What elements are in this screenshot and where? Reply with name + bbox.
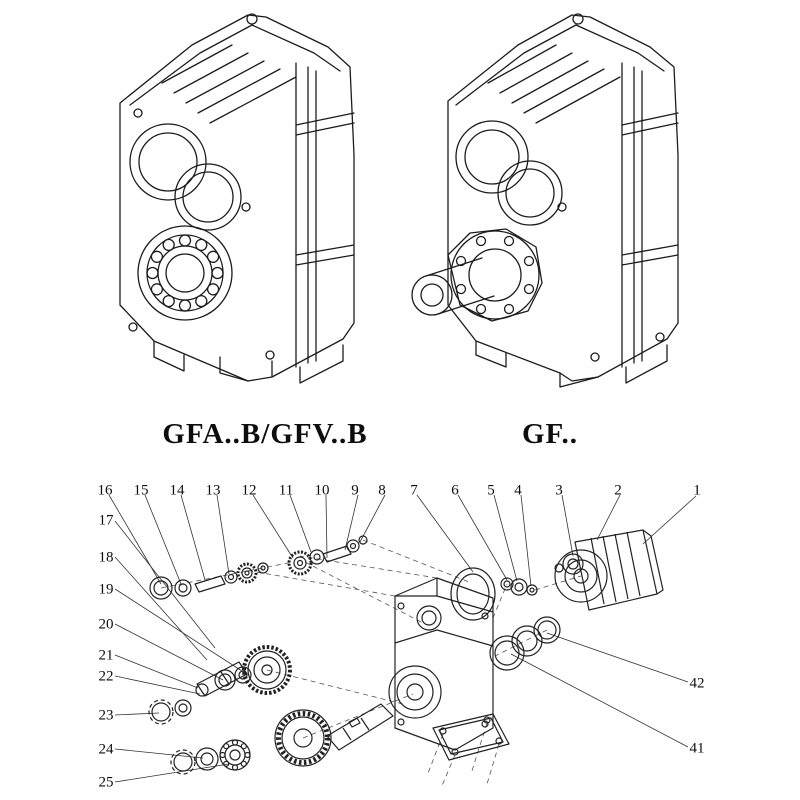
callout-3: 3 (555, 482, 563, 499)
callout-14: 14 (169, 482, 185, 499)
bearing-bores (455, 120, 563, 226)
output-gear-parts (170, 703, 394, 775)
cooling-fins (161, 44, 297, 124)
callout-23: 23 (98, 707, 114, 724)
callout-25: 25 (98, 774, 114, 791)
exploded-view (95, 478, 715, 795)
callout-9: 9 (351, 482, 359, 499)
mounting-feet (153, 340, 344, 384)
callout-10: 10 (314, 482, 330, 499)
mounting-feet (475, 340, 668, 388)
leader-lines (108, 494, 697, 783)
callout-2: 2 (614, 482, 622, 499)
retaining-rings (489, 616, 561, 671)
bolt-holes (128, 108, 275, 360)
side-ribs (295, 66, 355, 364)
gasket-and-spacers (450, 553, 584, 621)
pinion-parts (287, 535, 368, 576)
callout-19: 19 (98, 581, 114, 598)
bearing-bores (129, 123, 242, 231)
gear-housing (388, 577, 494, 751)
motor (554, 529, 664, 611)
model-label-gf: GF.. (521, 418, 579, 450)
callout-13: 13 (205, 482, 221, 499)
callout-6: 6 (451, 482, 459, 499)
callout-11: 11 (278, 482, 294, 499)
gearbox-gfab-svg (119, 13, 355, 384)
callout-22: 22 (98, 668, 114, 685)
callout-17: 17 (98, 512, 114, 529)
callout-18: 18 (98, 549, 114, 566)
callout-4: 4 (514, 482, 522, 499)
callout-42: 42 (689, 675, 705, 692)
gearbox-drawing-gfab (100, 5, 370, 397)
cooling-fins (487, 44, 621, 124)
input-shaft-parts (149, 562, 269, 600)
callout-15: 15 (133, 482, 149, 499)
callout-7: 7 (410, 482, 418, 499)
gearbox-drawing-gf (410, 5, 710, 397)
side-ribs (621, 66, 679, 364)
callout-21: 21 (98, 647, 114, 664)
exploded-view-svg (108, 494, 697, 789)
output-shaft (411, 257, 495, 316)
callout-8: 8 (378, 482, 386, 499)
model-label-gfab: GFA..B/GFV..B (162, 418, 368, 450)
bolt-holes (557, 202, 665, 362)
intermediate-gear-parts (148, 645, 292, 725)
housing-outline (447, 13, 679, 382)
callout-24: 24 (98, 741, 114, 758)
callout-1: 1 (693, 482, 701, 499)
callout-41: 41 (689, 740, 705, 757)
housing-outline (119, 13, 355, 382)
cover-plate (432, 713, 510, 761)
assembly-axes (160, 539, 582, 789)
callout-20: 20 (98, 616, 114, 633)
callout-5: 5 (487, 482, 495, 499)
output-bearing (137, 225, 233, 321)
callout-12: 12 (241, 482, 257, 499)
output-flange (447, 228, 543, 322)
gearbox-gf-svg (411, 13, 679, 388)
callout-16: 16 (97, 482, 113, 499)
